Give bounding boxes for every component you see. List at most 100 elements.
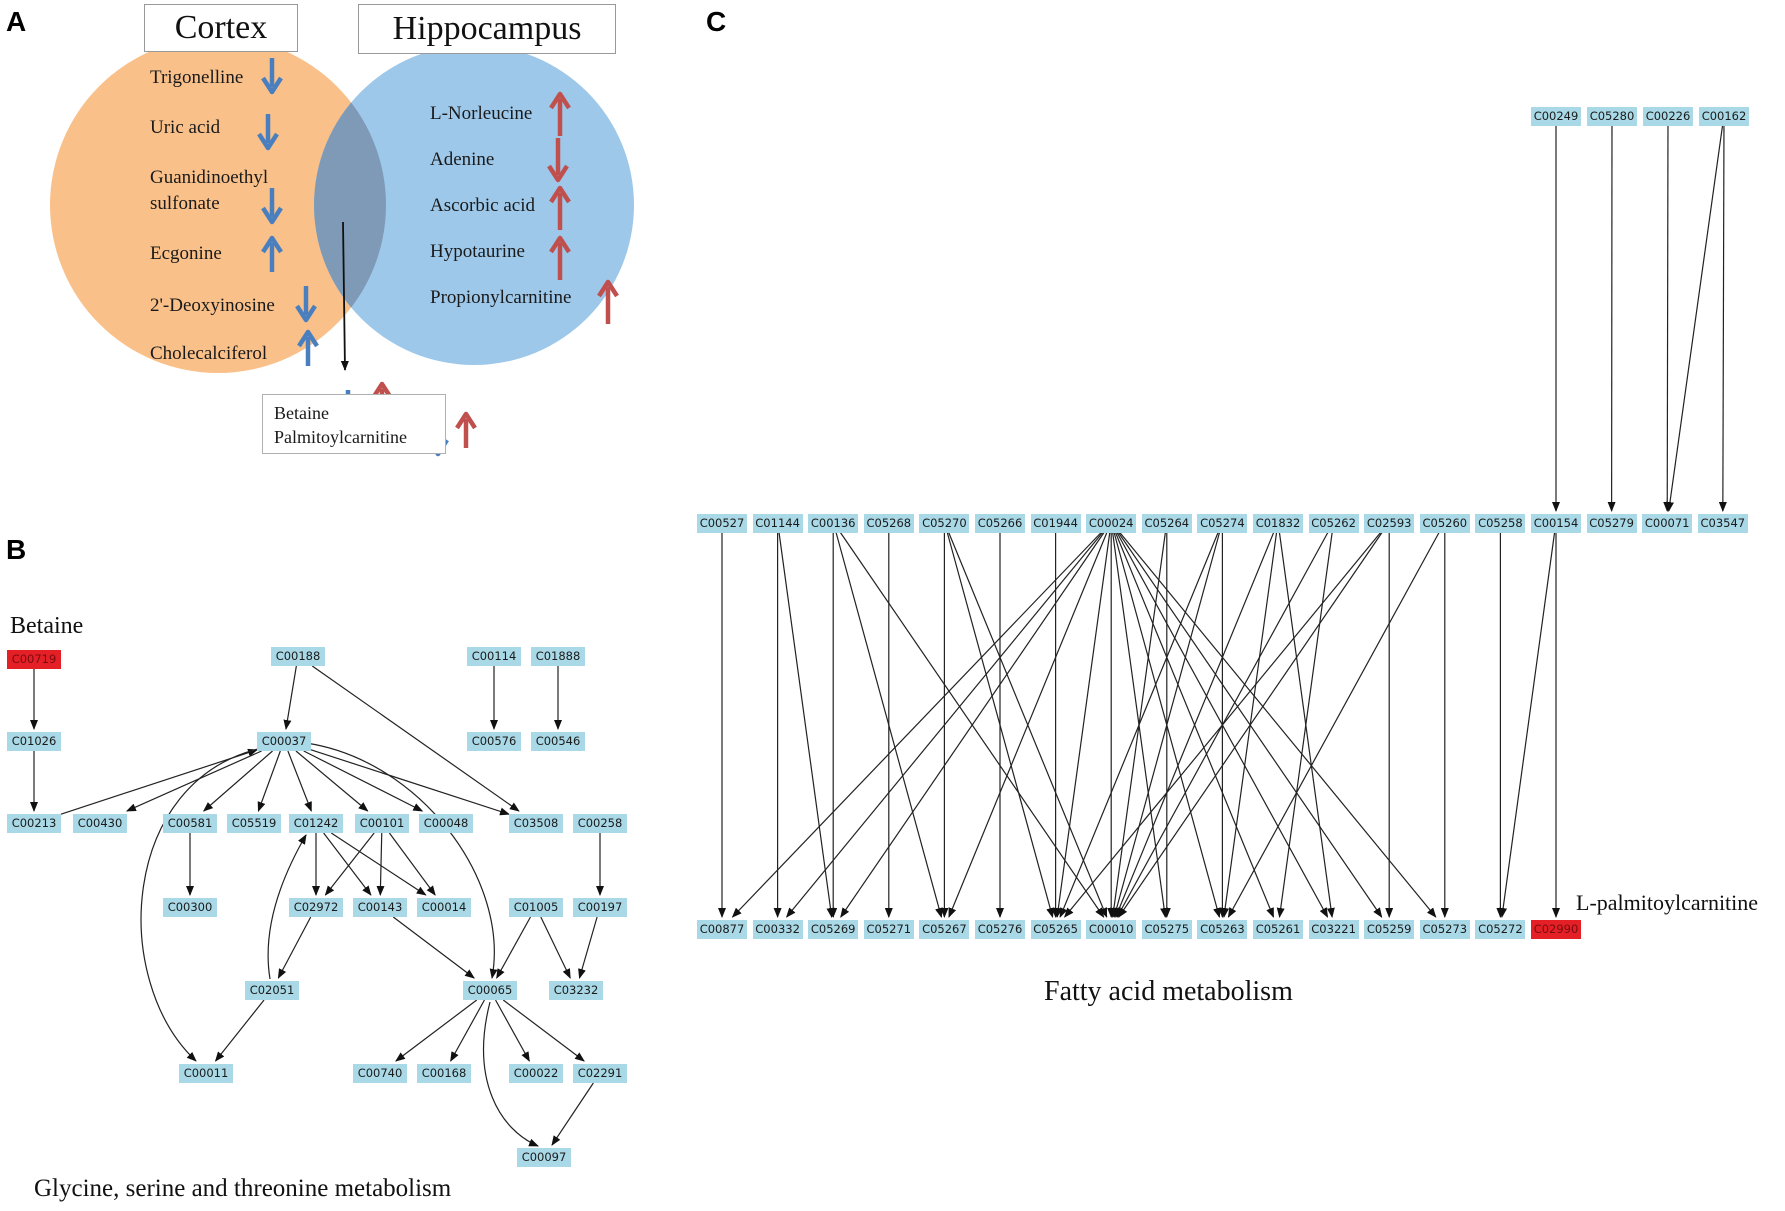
- node-c01832: C01832: [1253, 513, 1303, 533]
- node-c01005: C01005: [509, 897, 563, 917]
- edge-c00065-c00168: [450, 999, 485, 1062]
- node-c05269: C05269: [808, 919, 859, 939]
- node-c00011: C00011: [179, 1063, 233, 1083]
- node-c00332: C00332: [752, 919, 803, 939]
- cortex-up-arrow-3: [261, 235, 283, 272]
- node-c00101: C00101: [355, 813, 409, 833]
- node-c05274: C05274: [1197, 513, 1248, 533]
- edge-c05270-c00010: [947, 530, 1108, 918]
- edge-c01242-c00143: [323, 832, 372, 896]
- edge-c00024-c05273: [1118, 530, 1437, 918]
- node-c05519: C05519: [227, 813, 281, 833]
- panel-b-caption: Glycine, serine and threonine metabolism: [34, 1175, 452, 1202]
- edge-c00024-c00332: [786, 530, 1105, 918]
- edge-c02593-c00010: [1118, 530, 1384, 918]
- node-c05276: C05276: [975, 919, 1025, 939]
- cortex-label-box: Cortex: [144, 4, 298, 52]
- node-c05275: C05275: [1141, 919, 1192, 939]
- overlap-arrow: [340, 221, 349, 371]
- node-c00581: C00581: [163, 813, 217, 833]
- node-c05266: C05266: [975, 513, 1025, 533]
- node-c02593: C02593: [1364, 513, 1415, 533]
- metabolite-propionylcarnitine: Propionylcarnitine: [430, 287, 572, 308]
- edge-c00065-c00740: [395, 999, 478, 1062]
- node-c05262: C05262: [1308, 513, 1359, 533]
- panel-a-letter: A: [6, 6, 27, 37]
- node-c00877: C00877: [697, 919, 747, 939]
- node-c05279: C05279: [1586, 513, 1637, 533]
- edge-c00037-c00011: [140, 747, 263, 1062]
- edge-c00024-c00877: [731, 530, 1104, 918]
- edge-c00101-c02972: [324, 832, 375, 896]
- cortex-label: Cortex: [174, 9, 268, 46]
- node-c05280: C05280: [1587, 106, 1637, 126]
- metabolite-cholecalciferol: Cholecalciferol: [150, 343, 268, 364]
- node-c00024: C00024: [1086, 513, 1137, 533]
- node-c05272: C05272: [1475, 919, 1526, 939]
- node-c00226: C00226: [1643, 106, 1693, 126]
- edge-c00065-c00097: [483, 1001, 539, 1147]
- node-c03221: C03221: [1308, 919, 1359, 939]
- edge-c00101-c00014: [388, 832, 436, 896]
- edge-c00037-c00101: [295, 750, 369, 812]
- node-c00022: C00022: [509, 1063, 563, 1083]
- node-c00168: C00168: [417, 1063, 471, 1083]
- cortex-down-arrow-0: [261, 58, 283, 95]
- edge-c00065-c02291: [502, 999, 585, 1062]
- cortex-down-arrow-4: [295, 286, 317, 323]
- edge-c02972-c02051: [277, 916, 312, 979]
- metabolite-trigonelline: Trigonelline: [150, 67, 244, 88]
- node-c00037: C00037: [257, 731, 311, 751]
- panel-c-caption: Fatty acid metabolism: [1044, 976, 1293, 1007]
- hippocampus-up-arrow-0: [549, 91, 571, 136]
- metabolite-deoxyinosine: 2'-Deoxyinosine: [150, 295, 275, 316]
- cortex-down-arrow-1: [257, 114, 279, 151]
- edge-c00188-c00037: [283, 665, 297, 730]
- node-c00010: C00010: [1086, 919, 1137, 939]
- node-c00249: C00249: [1531, 106, 1581, 126]
- edge-c00143-c00065: [392, 916, 475, 979]
- node-c00258: C00258: [573, 813, 627, 833]
- metabolite-uric-acid: Uric acid: [150, 117, 221, 138]
- panel-b-letter: B: [6, 534, 27, 565]
- node-c00065: C00065: [463, 980, 517, 1000]
- panel-c-letter: C: [706, 6, 727, 37]
- node-c05271: C05271: [863, 919, 914, 939]
- hippocampus-up-arrow-3: [549, 235, 571, 280]
- edge-c01242-c00014: [330, 832, 427, 896]
- node-c03547: C03547: [1697, 513, 1748, 533]
- node-c00546: C00546: [531, 731, 585, 751]
- node-c00154: C00154: [1531, 513, 1581, 533]
- node-c00430: C00430: [73, 813, 127, 833]
- edge-c00162-c00071: [1666, 123, 1724, 512]
- edge-c00037-c00048: [303, 750, 424, 812]
- edge-c00037-c00581: [203, 750, 273, 812]
- node-c05270: C05270: [919, 513, 970, 533]
- edge-c05274-c00010: [1112, 530, 1221, 918]
- node-c00071: C00071: [1642, 513, 1693, 533]
- node-c00719: C00719: [7, 649, 61, 669]
- edge-c00037-c03508: [310, 749, 510, 816]
- metabolite-adenine: Adenine: [430, 149, 495, 170]
- shared-metabolite-palmitoylcarnitine: Palmitoylcarnitine: [274, 427, 407, 447]
- edge-c00024-c05261: [1114, 530, 1275, 918]
- edge-c00213-c00037: [60, 748, 258, 815]
- l-palmitoylcarnitine-label: L-palmitoylcarnitine: [1576, 890, 1759, 915]
- edge-c02051-c00011: [214, 999, 265, 1062]
- node-c00197: C00197: [573, 897, 627, 917]
- edge-c05274-c05265: [1059, 530, 1220, 918]
- node-c05258: C05258: [1475, 513, 1526, 533]
- edge-c02291-c00097: [551, 1082, 594, 1146]
- node-c00097: C00097: [517, 1147, 571, 1167]
- hippocampus-circle: [314, 45, 634, 365]
- node-c00188: C00188: [271, 646, 325, 666]
- metabolite-hypotaurine: Hypotaurine: [430, 241, 525, 262]
- edge-c00037-c05519: [257, 750, 281, 812]
- hippocampus-up-arrow-2: [549, 185, 571, 230]
- hippocampus-label-box: Hippocampus: [358, 4, 616, 54]
- edge-c01005-c03232: [540, 916, 571, 979]
- edge-c01832-c00010: [1115, 530, 1275, 918]
- node-c00162: C00162: [1699, 106, 1749, 126]
- metabolite-guanidinoethyl-line1: Guanidinoethyl: [150, 167, 269, 188]
